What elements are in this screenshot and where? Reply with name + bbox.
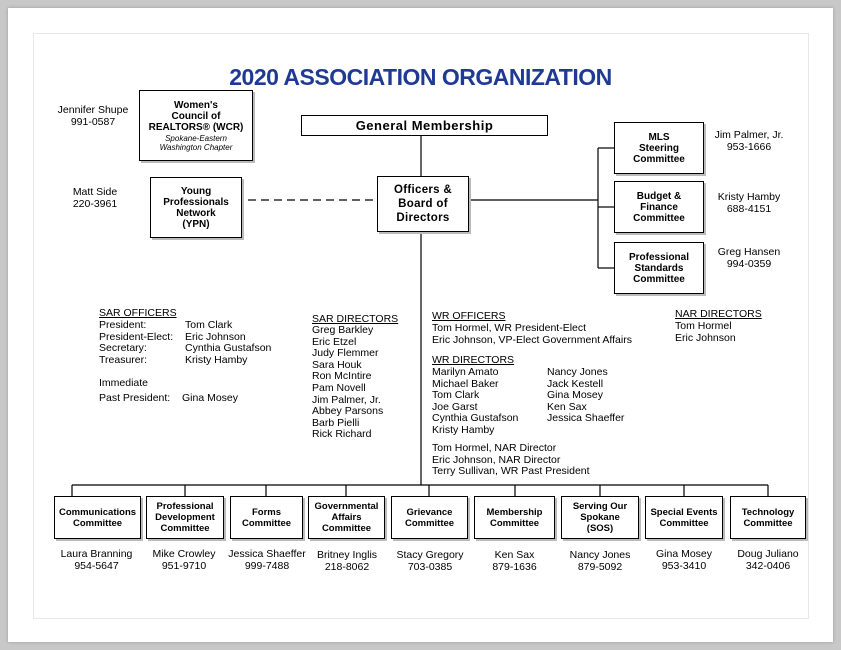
governmental-affairs-label: Governmental Affairs Committee: [314, 501, 379, 534]
nar-directors-list: Tom Hormel Eric Johnson: [675, 320, 736, 344]
technology-committee-box: Technology Committee: [730, 496, 806, 539]
ypn-box: Young Professionals Network (YPN): [150, 177, 242, 238]
sar-directors-heading: SAR DIRECTORS: [312, 313, 399, 325]
sar-past-president-role: Past President:: [99, 392, 171, 404]
ypn-contact: Matt Side 220-3961: [72, 186, 118, 210]
page-title: 2020 ASSOCIATION ORGANIZATION: [229, 64, 612, 90]
wr-directors-col2: Nancy Jones Jack Kestell Gina Mosey Ken …: [547, 366, 625, 425]
grievance-committee-label: Grievance Committee: [404, 506, 455, 529]
governmental-affairs-committee-box: Governmental Affairs Committee: [308, 496, 385, 539]
budget-finance-committee-box: Budget & Finance Committee: [614, 181, 704, 233]
officers-board-label: Officers & Board of Directors: [394, 184, 452, 224]
wr-directors-extra: Tom Hormel, NAR Director Eric Johnson, N…: [432, 442, 590, 478]
special-events-contact: Gina Mosey 953-3410: [655, 548, 713, 572]
general-membership-box: General Membership: [301, 115, 548, 136]
wcr-label: Women's Council of REALTORS® (WCR): [148, 99, 244, 133]
connector-lines: [71, 135, 769, 496]
membership-contact: Ken Sax 879-1636: [492, 549, 537, 573]
inner-frame: [33, 33, 809, 619]
professional-standards-label: Professional Standards Committee: [628, 251, 690, 285]
mls-steering-contact: Jim Palmer, Jr. 953-1666: [714, 129, 784, 153]
communications-committee-box: Communications Committee: [54, 496, 141, 539]
governmental-affairs-contact: Britney Inglis 218-8062: [316, 549, 378, 573]
grievance-contact: Stacy Gregory 703-0385: [396, 549, 464, 573]
communications-contact: Laura Branning 954-5647: [60, 548, 133, 572]
technology-contact: Doug Juliano 342-0406: [737, 548, 799, 572]
forms-committee-label: Forms Committee: [241, 506, 292, 529]
communications-committee-label: Communications Committee: [58, 506, 137, 529]
wr-directors-col1: Marilyn Amato Michael Baker Tom Clark Jo…: [432, 366, 519, 436]
mls-steering-label: MLS Steering Committee: [633, 131, 685, 165]
forms-committee-box: Forms Committee: [230, 496, 303, 539]
sar-officers-heading: SAR OFFICERS: [99, 307, 177, 319]
sos-committee-box: Serving Our Spokane (SOS): [561, 496, 639, 539]
wr-officers-heading: WR OFFICERS: [432, 310, 506, 322]
wcr-sub: Spokane-Eastern Washington Chapter: [159, 133, 233, 152]
professional-development-contact: Mike Crowley 951-9710: [152, 548, 216, 572]
sar-immediate-label: Immediate: [99, 377, 149, 389]
professional-standards-committee-box: Professional Standards Committee: [614, 242, 704, 294]
page: 2020 ASSOCIATION ORGANIZATION General Me…: [8, 8, 833, 642]
professional-development-label: Professional Development Committee: [155, 501, 215, 534]
budget-finance-contact: Kristy Hamby 688-4151: [717, 191, 781, 215]
ypn-label: Young Professionals Network (YPN): [163, 185, 229, 230]
officers-board-box: Officers & Board of Directors: [377, 176, 469, 232]
sos-contact: Nancy Jones 879-5092: [569, 549, 631, 573]
nar-directors-heading: NAR DIRECTORS: [675, 308, 762, 320]
technology-committee-label: Technology Committee: [741, 506, 795, 529]
sar-officers-roles: President: President-Elect: Secretary: T…: [99, 319, 174, 366]
membership-committee-label: Membership Committee: [486, 506, 543, 529]
wr-officers-list: Tom Hormel, WR President-Elect Eric John…: [432, 322, 632, 346]
wcr-box: Women's Council of REALTORS® (WCR) Spoka…: [139, 90, 253, 161]
grievance-committee-box: Grievance Committee: [391, 496, 468, 539]
mls-steering-committee-box: MLS Steering Committee: [614, 122, 704, 174]
forms-contact: Jessica Shaeffer 999-7488: [228, 548, 306, 572]
special-events-committee-box: Special Events Committee: [645, 496, 723, 539]
general-membership-label: General Membership: [355, 118, 494, 133]
sar-officers-names: Tom Clark Eric Johnson Cynthia Gustafson…: [185, 319, 272, 366]
budget-finance-label: Budget & Finance Committee: [633, 190, 685, 224]
professional-development-committee-box: Professional Development Committee: [146, 496, 224, 539]
sos-committee-label: Serving Our Spokane (SOS): [572, 501, 628, 534]
wcr-contact: Jennifer Shupe 991-0587: [57, 104, 129, 128]
wr-directors-heading: WR DIRECTORS: [432, 354, 515, 366]
special-events-label: Special Events Committee: [650, 506, 718, 529]
professional-standards-contact: Greg Hansen 994-0359: [717, 246, 781, 270]
sar-directors-list: Greg Barkley Eric Etzel Judy Flemmer Sar…: [312, 324, 384, 441]
sar-past-president-name: Gina Mosey: [182, 392, 239, 404]
membership-committee-box: Membership Committee: [474, 496, 555, 539]
